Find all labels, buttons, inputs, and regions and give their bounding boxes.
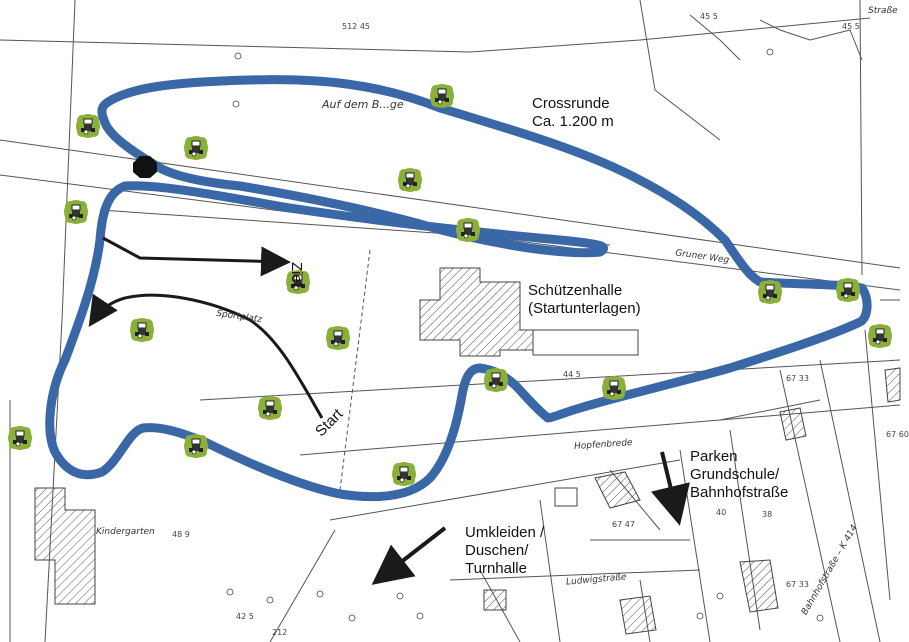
- route-label: Crossrunde Ca. 1.200 m: [532, 95, 614, 130]
- house-1: [594, 471, 641, 509]
- parcel-1: 512 45: [342, 22, 370, 31]
- changing-label: Umkleiden / Duschen/ Turnhalle: [465, 524, 545, 577]
- marshal-icon: [128, 316, 156, 344]
- parking-arrow: [651, 451, 690, 526]
- parking-label: Parken Grundschule/ Bahnhofstraße: [690, 448, 789, 501]
- changing-arrow: [371, 526, 447, 585]
- marshal-icon: [6, 424, 34, 452]
- marshal-icon: [396, 166, 424, 194]
- parcel-11: 212: [272, 628, 288, 637]
- marshal-icon: [482, 366, 510, 394]
- marshal-icon: [454, 216, 482, 244]
- map-symbols: [226, 48, 824, 622]
- hall-annex: [532, 329, 639, 356]
- marshal-icon: [256, 394, 284, 422]
- parcel-6: 67 47: [612, 520, 635, 529]
- buildings: [34, 267, 901, 635]
- start-arrow: [88, 293, 324, 419]
- finish-label: Ziel: [288, 262, 305, 287]
- house-2: [739, 559, 779, 613]
- parcel-5: 67 33: [786, 374, 809, 383]
- house-3: [779, 407, 807, 441]
- hall-label: Schützenhalle (Startunterlagen): [528, 282, 641, 317]
- marshal-icon: [866, 322, 894, 350]
- marshal-icon: [182, 432, 210, 460]
- parcel-2: 45 5: [700, 12, 718, 21]
- marshal-icon: [284, 268, 312, 296]
- marshal-icon: [428, 82, 456, 110]
- marshal-icon: [62, 198, 90, 226]
- marshal-icon: [834, 276, 862, 304]
- marshal-icon: [324, 324, 352, 352]
- schuetzenhalle-building: [419, 267, 541, 357]
- marshal-icon: [74, 112, 102, 140]
- marshal-icon: [390, 460, 418, 488]
- parcel-3: 45 5: [842, 22, 860, 31]
- parcel-4: 44 5: [563, 370, 581, 379]
- parcel-10: 42 5: [236, 612, 254, 621]
- finish-arrow: [102, 236, 291, 277]
- house-6: [554, 487, 578, 507]
- street-auf-dem: Auf dem B...ge: [322, 98, 404, 111]
- street-top: Straße: [868, 6, 898, 16]
- kindergarten-label: Kindergarten: [96, 527, 155, 537]
- house-5: [884, 367, 901, 403]
- marshal-icon: [756, 278, 784, 306]
- parcel-7: 67 33: [786, 580, 809, 589]
- parcel-12: 48 9: [172, 530, 190, 539]
- parcel-9: 38: [762, 510, 773, 519]
- marshal-icon: [182, 134, 210, 162]
- parcel-13: 67 60: [886, 430, 909, 439]
- house-7: [483, 589, 507, 611]
- kindergarten-building: [34, 487, 96, 605]
- house-4: [619, 595, 657, 635]
- cross-route: [45, 75, 872, 502]
- parcel-8: 40: [716, 508, 727, 517]
- octagon-marker: [133, 156, 157, 178]
- marshal-icon: [600, 374, 628, 402]
